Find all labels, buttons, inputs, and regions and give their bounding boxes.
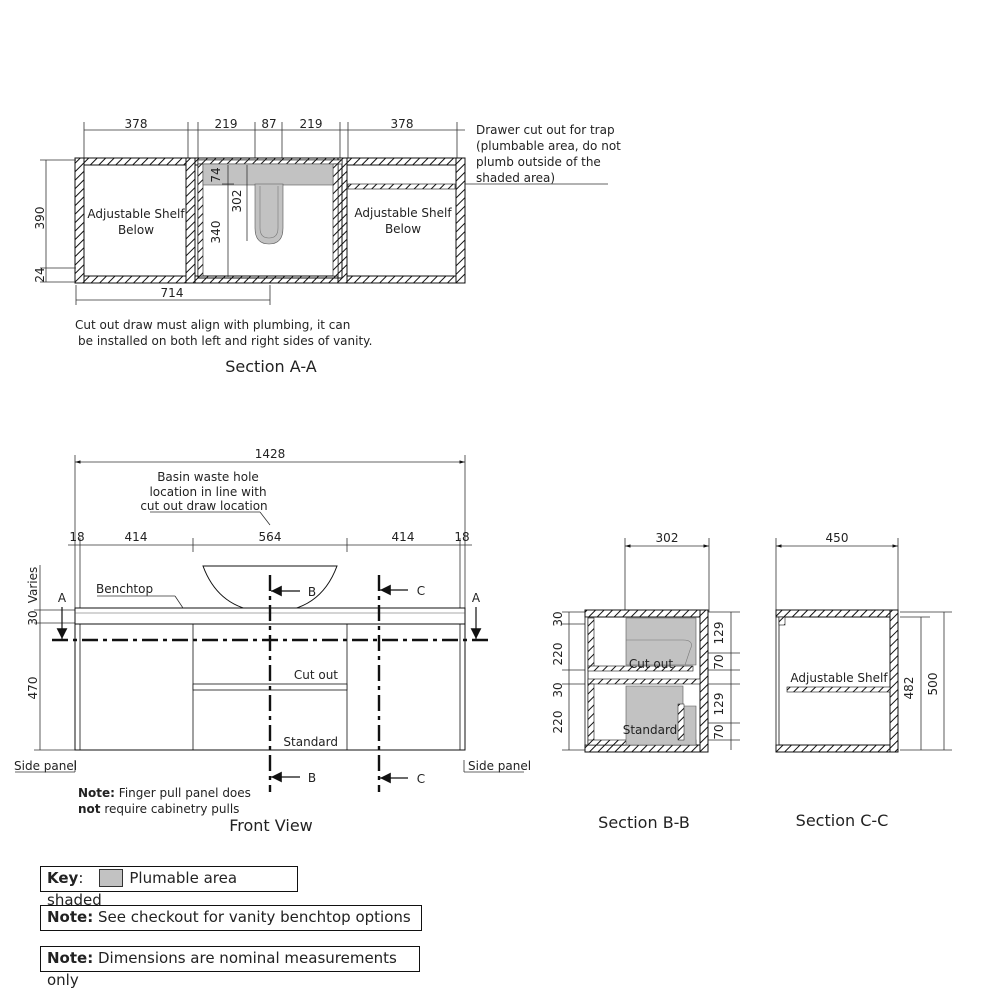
basin-note-line1: Basin waste hole [157, 470, 259, 484]
dim-378-right: 378 [391, 117, 414, 131]
dim-219-right: 219 [300, 117, 323, 131]
section-bb-title: Section B-B [598, 813, 690, 832]
dim-bb-129-bottom: 129 [712, 693, 726, 716]
dim-414-left: 414 [125, 530, 148, 544]
note-dimensions-text: Dimensions are nominal measurements only [47, 949, 397, 989]
plumbable-swatch-icon [99, 868, 124, 887]
dim-bb-70-bottom: 70 [712, 724, 726, 739]
basin-note-line3: cut out draw location [140, 499, 267, 513]
dim-bb-70-top: 70 [712, 654, 726, 669]
dim-219-left: 219 [215, 117, 238, 131]
key-text: Plumable area shaded [47, 869, 238, 909]
marker-a-right: A [472, 591, 481, 605]
dim-414-right: 414 [392, 530, 415, 544]
note-dimensions-box: Note: Dimensions are nominal measurement… [40, 946, 420, 989]
marker-c-bottom: C [417, 772, 425, 786]
finger-note-line2: not require cabinetry pulls [78, 802, 239, 816]
dim-470: 470 [26, 677, 40, 700]
dim-340: 340 [209, 221, 223, 244]
note-benchtop-text: See checkout for vanity benchtop options [93, 908, 411, 926]
section-bb: 302 30 220 30 220 129 70 129 70 Cut out … [551, 531, 740, 832]
bb-standard-label: Standard [623, 723, 678, 737]
cutout-note-line2: be installed on both left and right side… [78, 334, 372, 348]
dim-74: 74 [209, 167, 223, 182]
dim-302-bb: 302 [656, 531, 679, 545]
dim-bb-30-top: 30 [551, 611, 565, 626]
cc-shelf-label: Adjustable Shelf [790, 671, 888, 685]
finger-note-not: not [78, 802, 101, 816]
finger-note-bold: Note: [78, 786, 115, 800]
finger-note-text: Finger pull panel does [115, 786, 251, 800]
shelf-right-line1: Adjustable Shelf [354, 206, 452, 220]
dim-bb-220-bottom: 220 [551, 711, 565, 734]
shelf-left-line2: Below [118, 223, 154, 237]
dim-450: 450 [826, 531, 849, 545]
basin-note-line2: location in line with [149, 485, 266, 499]
dim-714: 714 [161, 286, 184, 300]
dim-482: 482 [902, 677, 916, 700]
key-label: Key [47, 869, 79, 887]
side-panel-left-label: Side panel [14, 759, 77, 773]
cut-out-label: Cut out [294, 668, 338, 682]
dim-500: 500 [926, 673, 940, 696]
dim-bb-220-top: 220 [551, 643, 565, 666]
drawer-note-line1: Drawer cut out for trap [476, 123, 615, 137]
marker-c-top: C [417, 584, 425, 598]
standard-label: Standard [283, 735, 338, 749]
marker-b-top: B [308, 585, 316, 599]
benchtop-label: Benchtop [96, 582, 153, 596]
dim-87: 87 [261, 117, 276, 131]
dim-30: 30 [26, 610, 40, 625]
note-benchtop-bold: Note: [47, 908, 94, 926]
drawer-note-line2: (plumbable area, do not [476, 139, 621, 153]
dim-378-left: 378 [125, 117, 148, 131]
dim-varies: Varies [26, 567, 40, 604]
note-benchtop-box: Note: See checkout for vanity benchtop o… [40, 905, 422, 931]
dim-564: 564 [259, 530, 282, 544]
front-view-title: Front View [229, 816, 313, 835]
cutout-note-line1: Cut out draw must align with plumbing, i… [75, 318, 350, 332]
bb-cut-out-label: Cut out [629, 657, 673, 671]
shelf-left-line1: Adjustable Shelf [87, 207, 185, 221]
finger-note-line1: Note: Finger pull panel does [78, 786, 251, 800]
dim-18-left: 18 [69, 530, 84, 544]
shelf-right-line2: Below [385, 222, 421, 236]
dim-bb-129-top: 129 [712, 622, 726, 645]
front-view: 1428 18 414 564 414 18 Varies 30 470 Bas… [14, 447, 531, 835]
finger-note-line2-text: require cabinetry pulls [101, 802, 240, 816]
side-panel-right-label: Side panel [468, 759, 531, 773]
drawer-note-line4: shaded area) [476, 171, 555, 185]
dim-1428: 1428 [255, 447, 286, 461]
section-cc: 450 482 500 Adjustable Shelf Section C-C [775, 531, 952, 830]
key-box: Key:Plumable area shaded [40, 866, 298, 909]
section-cc-title: Section C-C [796, 811, 889, 830]
section-aa-title: Section A-A [225, 357, 317, 376]
marker-b-bottom: B [308, 771, 316, 785]
dim-390: 390 [33, 207, 47, 230]
dim-18-right: 18 [454, 530, 469, 544]
section-aa: 378 219 87 219 378 [33, 117, 621, 376]
dim-302: 302 [230, 190, 244, 213]
marker-a-left: A [58, 591, 67, 605]
dim-24: 24 [33, 267, 47, 282]
dim-bb-30-bottom: 30 [551, 682, 565, 697]
drawer-note-line3: plumb outside of the [476, 155, 601, 169]
note-dimensions-bold: Note: [47, 949, 94, 967]
